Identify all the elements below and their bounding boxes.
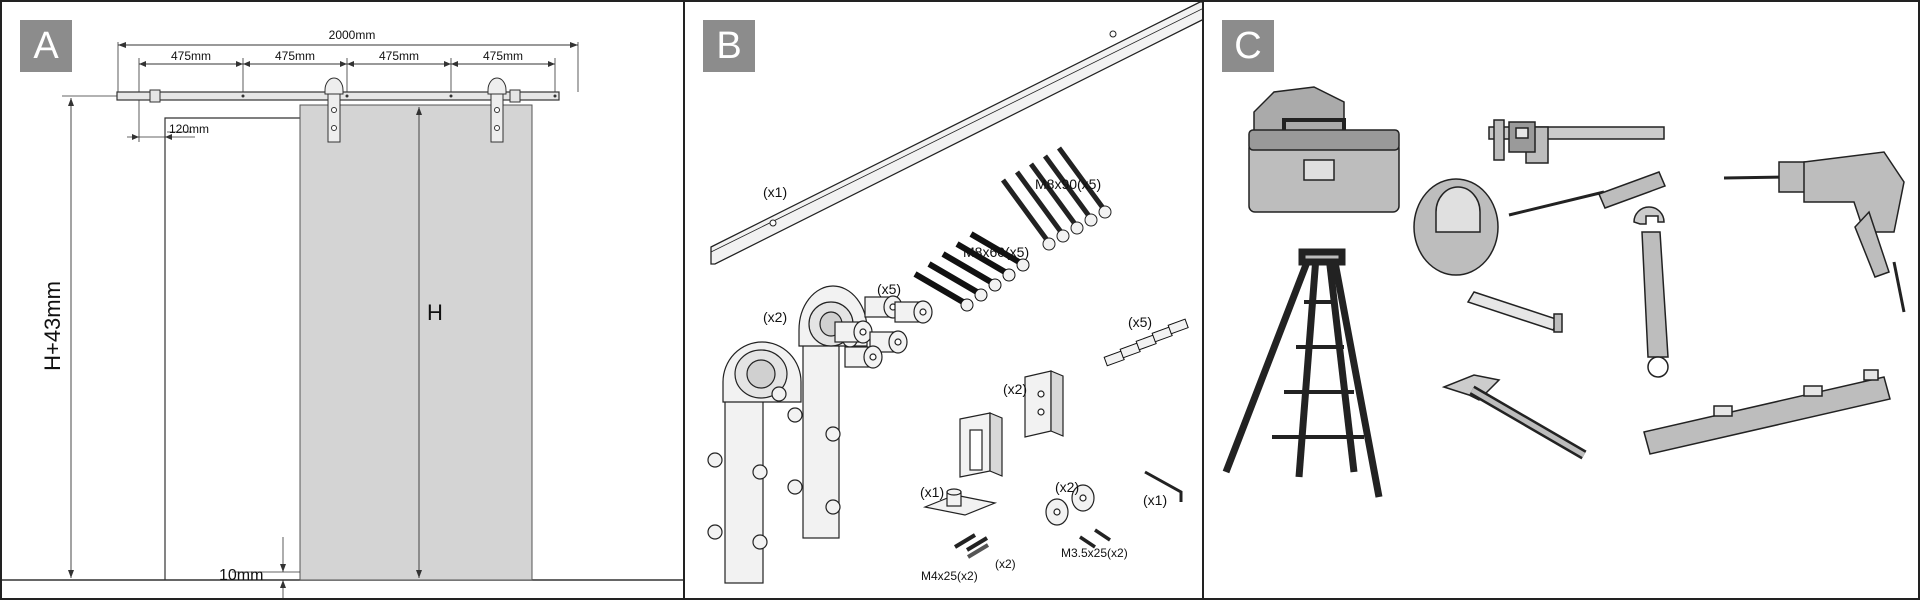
wrench-icon xyxy=(1633,206,1669,378)
hammer-icon xyxy=(1441,374,1587,460)
door-panel xyxy=(299,104,533,581)
floor-guide-part xyxy=(922,488,998,559)
hanger-left xyxy=(324,77,344,143)
dimension-drawing: 2000mm 475mm 475mm 475mm 475mm xyxy=(2,28,683,598)
bumper-screws-label: M3.5x25(x2) xyxy=(1061,546,1128,560)
screwdriver-icon xyxy=(1508,171,1667,217)
guide-screws-extra: (x2) xyxy=(995,557,1016,571)
stoppers-qty: (x2) xyxy=(1003,381,1027,397)
hangers-qty: (x2) xyxy=(763,309,787,325)
height-left-label: H+43mm xyxy=(40,281,65,371)
guide-qty: (x1) xyxy=(920,484,944,500)
rollers-qty: (x5) xyxy=(877,281,901,297)
lag-bolts-long xyxy=(1000,146,1112,251)
hanger-part-1 xyxy=(707,341,802,584)
tape-measure-icon xyxy=(1413,178,1563,333)
bumpers-qty: (x2) xyxy=(1055,479,1079,495)
spacers-qty: (x5) xyxy=(1128,314,1152,330)
segment-label-4: 475mm xyxy=(483,49,523,63)
ladder-icon xyxy=(1222,248,1383,498)
spacers-part xyxy=(1103,318,1189,367)
rail-qty: (x1) xyxy=(763,184,787,200)
toolbox-icon xyxy=(1248,86,1400,213)
panel-a-dimensions: A xyxy=(0,0,685,600)
segment-label-3: 475mm xyxy=(379,49,419,63)
tools-drawing xyxy=(1222,86,1906,498)
panel-b-parts: B (x1) xyxy=(683,0,1204,600)
lag-short-label: M8x60(x5) xyxy=(963,244,1029,260)
parts-drawing: (x1) (x2) xyxy=(707,2,1202,584)
wrench-qty: (x1) xyxy=(1143,492,1167,508)
wall-opening xyxy=(164,117,302,580)
segment-label-1: 475mm xyxy=(171,49,211,63)
rail-part xyxy=(710,2,1202,265)
lag-bolts-short xyxy=(913,231,1030,312)
guide-screws-label: M4x25(x2) xyxy=(921,569,978,583)
panel-c-tools: C xyxy=(1202,0,1920,600)
level-icon xyxy=(1643,369,1891,455)
bumpers-part xyxy=(1045,484,1111,549)
height-door-label: H xyxy=(427,300,443,325)
panel-a-badge: A xyxy=(20,20,72,72)
total-width-label: 2000mm xyxy=(329,28,376,42)
overhang-label: 120mm xyxy=(169,122,209,136)
hex-wrench-part xyxy=(1144,470,1183,502)
rollers-part xyxy=(834,295,933,369)
floor-gap-label: 10mm xyxy=(219,567,263,584)
hanger-right xyxy=(487,77,507,143)
drill-icon xyxy=(1723,151,1906,313)
lag-long-label: M8x90(x5) xyxy=(1035,176,1101,192)
segment-label-2: 475mm xyxy=(275,49,315,63)
caliper-icon xyxy=(1488,119,1665,164)
stoppers-part xyxy=(959,370,1064,478)
panel-b-badge: B xyxy=(703,20,755,72)
panel-c-badge: C xyxy=(1222,20,1274,72)
